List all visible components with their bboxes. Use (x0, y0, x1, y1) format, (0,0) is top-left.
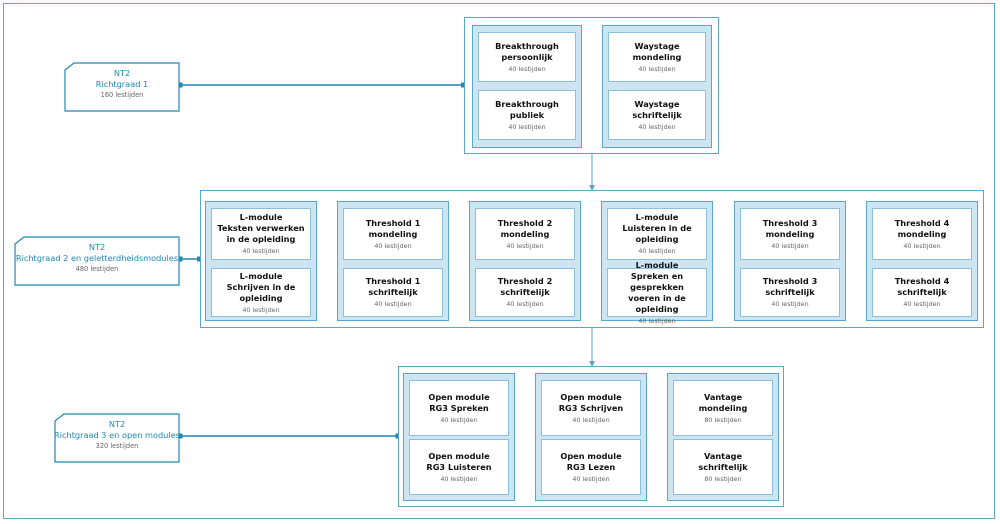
module-name: L-module Luisteren in de opleiding (622, 212, 692, 244)
module-card: Open module RG3 Luisteren 40 lestijden (409, 439, 509, 495)
module-hours: 40 lestijden (771, 300, 809, 308)
label-rg3-title: NT2 (108, 419, 126, 429)
outer-frame (3, 3, 995, 519)
rg2-group-1: L-module Teksten verwerken in de opleidi… (205, 201, 317, 321)
container-rg2: L-module Teksten verwerken in de opleidi… (200, 190, 984, 328)
module-name: Threshold 3 mondeling (762, 217, 818, 239)
label-rg3-subtitle: Richtgraad 3 en open modules (54, 430, 180, 440)
module-name: Open module RG3 Lezen (560, 450, 622, 472)
label-rg1: NT2 Richtgraad 1 160 lestijden (64, 62, 180, 112)
module-name: Open module RG3 Spreken (428, 391, 490, 413)
module-card: Threshold 4 mondeling 40 lestijden (872, 208, 972, 260)
module-name: Open module RG3 Luisteren (426, 450, 492, 472)
module-name: Threshold 2 mondeling (497, 217, 553, 239)
module-card: L-module Luisteren in de opleiding 40 les… (607, 208, 707, 260)
module-name: L-module Spreken en gesprekken voeren in… (628, 259, 686, 314)
module-card: Breakthrough publiek 40 lestijden (478, 90, 576, 140)
label-rg2: NT2 Richtgraad 2 en geletterdheidsmodule… (14, 236, 180, 286)
module-card: Vantage mondeling 80 lestijden (673, 380, 773, 436)
label-rg2-title: NT2 (88, 242, 106, 252)
module-hours: 40 lestijden (508, 122, 546, 131)
label-rg1-title: NT2 (113, 68, 131, 78)
module-card: Threshold 1 mondeling 40 lestijden (343, 208, 443, 260)
module-name: Waystage schriftelijk (632, 98, 682, 120)
module-card: Threshold 2 mondeling 40 lestijden (475, 208, 575, 260)
module-card: Open module RG3 Lezen 40 lestijden (541, 439, 641, 495)
label-rg3: NT2 Richtgraad 3 en open modules 320 les… (54, 413, 180, 463)
module-hours: 40 lestijden (374, 241, 412, 250)
module-hours: 40 lestijden (440, 474, 478, 483)
label-rg1-subtitle: Richtgraad 1 (95, 79, 149, 89)
module-hours: 40 lestijden (638, 316, 676, 325)
module-hours: 40 lestijden (440, 415, 478, 424)
label-rg1-hours: 160 lestijden (100, 91, 144, 99)
module-hours: 80 lestijden (704, 415, 742, 424)
rg2-group-4: L-module Luisteren in de opleiding 40 les… (601, 201, 713, 325)
module-name: Waystage mondeling (632, 40, 682, 62)
module-name: Threshold 3 schriftelijk (762, 276, 818, 297)
module-card: L-module Spreken en gesprekken voeren in… (607, 260, 707, 325)
module-card: Breakthrough persoonlijk 40 lestijden (478, 32, 576, 82)
module-hours: 40 lestijden (572, 415, 610, 424)
module-name: Vantage mondeling (698, 391, 748, 413)
module-card: Threshold 3 schriftelijk 40 lestijden (740, 268, 840, 317)
module-name: Threshold 1 schriftelijk (365, 276, 421, 297)
module-name: Threshold 4 schriftelijk (894, 276, 950, 297)
module-name: Threshold 4 mondeling (894, 217, 950, 239)
module-card: Open module RG3 Spreken 40 lestijden (409, 380, 509, 436)
module-name: L-module Teksten verwerken in de opleidi… (217, 212, 305, 244)
label-rg3-hours: 320 lestijden (95, 442, 139, 450)
module-hours: 40 lestijden (508, 64, 546, 73)
module-hours: 40 lestijden (771, 241, 809, 250)
module-name: Threshold 2 schriftelijk (497, 276, 553, 297)
module-card: Waystage mondeling 40 lestijden (608, 32, 706, 82)
module-card: L-module Teksten verwerken in de opleidi… (211, 208, 311, 260)
module-hours: 40 lestijden (374, 300, 412, 308)
module-card: Waystage schriftelijk 40 lestijden (608, 90, 706, 140)
module-card: L-module Schrijven in de opleiding 40 les… (211, 268, 311, 317)
module-hours: 40 lestijden (506, 300, 544, 308)
module-hours: 40 lestijden (506, 241, 544, 250)
module-hours: 40 lestijden (638, 247, 676, 255)
module-card: Threshold 4 schriftelijk 40 lestijden (872, 268, 972, 317)
module-card: Threshold 1 schriftelijk 40 lestijden (343, 268, 443, 317)
module-hours: 40 lestijden (638, 122, 676, 131)
module-card: Threshold 2 schriftelijk 40 lestijden (475, 268, 575, 317)
module-card: Open module RG3 Schrijven 40 lestijden (541, 380, 641, 436)
label-rg2-hours: 480 lestijden (75, 265, 119, 273)
module-name: Vantage schriftelijk (698, 450, 748, 472)
module-hours: 40 lestijden (572, 474, 610, 483)
module-name: L-module Schrijven in de opleiding (226, 270, 296, 303)
module-card: Threshold 3 mondeling 40 lestijden (740, 208, 840, 260)
module-name: Breakthrough persoonlijk (495, 40, 559, 62)
module-name: Breakthrough publiek (495, 98, 559, 120)
module-hours: 40 lestijden (638, 64, 676, 73)
module-hours: 80 lestijden (704, 474, 742, 483)
module-name: Threshold 1 mondeling (365, 217, 421, 239)
label-rg2-subtitle: Richtgraad 2 en geletterdheidsmodules (15, 253, 179, 263)
module-card: Vantage schriftelijk 80 lestijden (673, 439, 773, 495)
module-hours: 40 lestijden (242, 247, 280, 255)
module-hours: 40 lestijden (242, 305, 280, 314)
module-name: Open module RG3 Schrijven (558, 391, 624, 413)
module-hours: 40 lestijden (903, 300, 941, 308)
module-hours: 40 lestijden (903, 241, 941, 250)
